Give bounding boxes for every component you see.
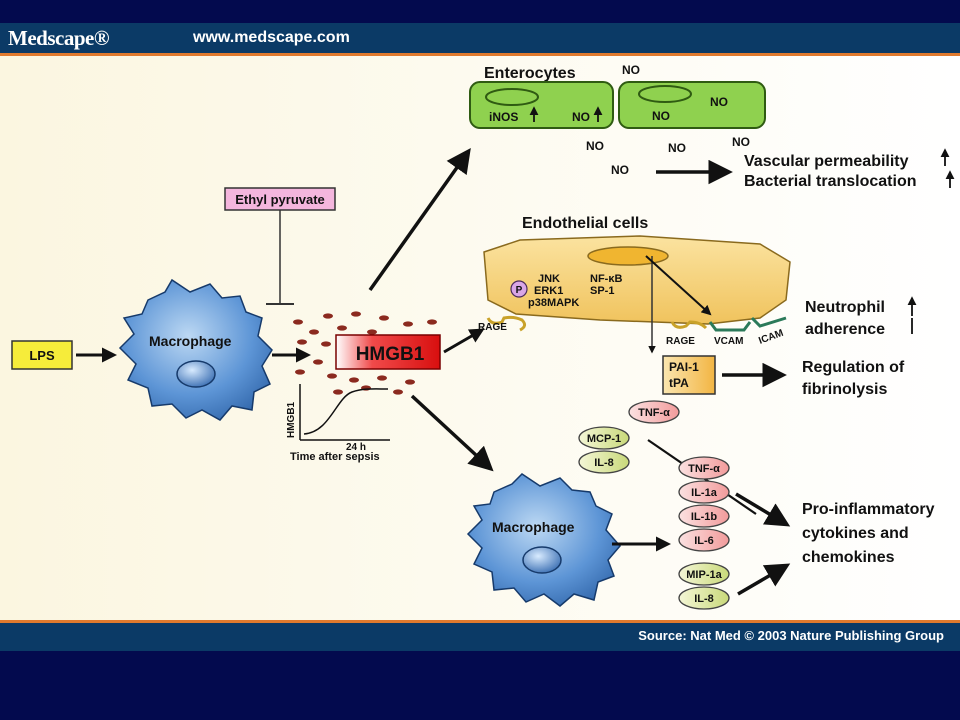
inset-ylabel: HMGB1 <box>286 401 297 438</box>
no-label-cell1: NO <box>572 110 590 124</box>
inset-tick: 24 h <box>346 442 366 453</box>
arrow-hmgb1-macrophage <box>410 394 494 472</box>
mcp1-label: MCP-1 <box>587 433 621 445</box>
fibrinolysis-label-1: Regulation of <box>802 359 905 376</box>
hmgb1-node: HMGB1 <box>335 334 441 370</box>
macrophage-left: Macrophage <box>118 278 273 421</box>
hmgb1-time-inset: HMGB1 24 h Time after sepsis <box>286 384 390 463</box>
il1a-pill: IL-1a <box>678 480 730 504</box>
tpa-label: tPA <box>669 376 689 390</box>
mip1a-pill: MIP-1a <box>678 562 730 586</box>
arrow-cytokines-proinflammatory <box>735 492 791 527</box>
vcam-label: VCAM <box>714 336 743 347</box>
footer-bar: Source: Nat Med © 2003 Nature Publishing… <box>0 620 960 651</box>
jnk-label: JNK <box>538 273 560 285</box>
il1b-pill: IL-1b <box>678 504 730 528</box>
arrow-chemokines-proinflammatory <box>737 563 791 596</box>
il8-bottom-label: IL-8 <box>694 593 714 605</box>
p38mapk-label: p38MAPK <box>528 297 579 309</box>
enterocyte-nucleus-2 <box>638 85 692 103</box>
no-label-below-2: NO <box>668 141 686 155</box>
rage-receptor-right <box>670 320 708 330</box>
vcam-receptor <box>708 321 752 332</box>
tnf-alpha-top-label: TNF-α <box>638 407 670 419</box>
arrow-hmgb1-enterocytes <box>368 148 471 292</box>
macrophage-bottom-nucleus <box>522 546 562 574</box>
no-label-below-1: NO <box>586 139 604 153</box>
macrophage-left-label: Macrophage <box>149 333 232 349</box>
no-label-top: NO <box>622 63 640 77</box>
enterocytes-group: Enterocytes NO iNOS NO NO NO NO NO NO NO <box>469 63 766 177</box>
erk1-label: ERK1 <box>534 285 563 297</box>
ethyl-pyruvate-node: Ethyl pyruvate <box>224 187 336 211</box>
inset-xlabel: Time after sepsis <box>290 451 380 463</box>
ethyl-pyruvate-label: Ethyl pyruvate <box>235 192 325 207</box>
endothelial-title: Endothelial cells <box>522 215 648 232</box>
header-bar: Medscape® www.medscape.com <box>0 23 960 56</box>
rage-right-label: RAGE <box>666 336 695 347</box>
bacterial-translocation-label: Bacterial translocation <box>744 173 917 190</box>
source-credit: Source: Nat Med © 2003 Nature Publishing… <box>638 628 944 643</box>
rage-receptor-left <box>486 315 527 332</box>
il1a-label: IL-1a <box>691 487 718 499</box>
inset-curve <box>303 388 389 435</box>
enterocytes-title: Enterocytes <box>484 65 576 82</box>
lps-label: LPS <box>29 348 55 363</box>
sp1-label: SP-1 <box>590 285 614 297</box>
phospho-badge <box>510 280 528 298</box>
mip1a-label: MIP-1a <box>686 569 722 581</box>
il8-top-pill: IL-8 <box>578 450 630 474</box>
tnf-alpha-mid: TNF-α <box>678 456 730 480</box>
arrow-hmgb1-endothelial <box>443 328 485 354</box>
neutrophil-label-1: Neutrophil <box>805 299 885 316</box>
no-label-cell2: NO <box>652 109 670 123</box>
neutrophil-label-2: adherence <box>805 321 885 338</box>
enterocyte-cell-1 <box>469 81 614 129</box>
nfkb-label: NF-κB <box>590 273 622 285</box>
fibrinolysis-label-2: fibrinolysis <box>802 381 887 398</box>
lps-node: LPS <box>11 340 73 370</box>
phospho-label: P <box>516 285 523 296</box>
endothelial-nucleus <box>587 246 669 266</box>
macrophage-bottom-label: Macrophage <box>492 519 575 535</box>
proinflammatory-label-1: Pro-inflammatory <box>802 501 935 518</box>
tnf-alpha-mid-label: TNF-α <box>688 463 720 475</box>
mcp1-pill: MCP-1 <box>578 426 630 450</box>
il6-label: IL-6 <box>694 535 714 547</box>
rage-left-label: RAGE <box>478 322 507 333</box>
enterocyte-nucleus-1 <box>485 88 539 106</box>
arrow-nucleus-adhesion <box>645 255 712 316</box>
enterocyte-cell-2 <box>618 81 766 129</box>
no-label-cell2-top: NO <box>732 135 750 149</box>
endothelial-cell <box>483 235 791 325</box>
macrophage-left-nucleus <box>176 360 216 388</box>
icam-receptor <box>750 316 787 328</box>
pai1-tpa-node: PAI-1 tPA <box>662 355 716 395</box>
inos-label: iNOS <box>489 110 518 124</box>
vascular-permeability-label: Vascular permeability <box>744 153 909 170</box>
no-label-right: NO <box>710 95 728 109</box>
proinflammatory-label-3: chemokines <box>802 549 895 566</box>
hmgb1-label: HMGB1 <box>356 344 425 365</box>
il1b-label: IL-1b <box>691 511 718 523</box>
il6-pill: IL-6 <box>678 528 730 552</box>
hmgb1-particles <box>293 311 437 395</box>
proinflammatory-label-2: cytokines and <box>802 525 909 542</box>
no-label-below-3: NO <box>611 163 629 177</box>
macrophage-bottom: Macrophage <box>466 473 621 607</box>
site-url[interactable]: www.medscape.com <box>193 29 350 46</box>
il8-top-label: IL-8 <box>594 457 614 469</box>
pai1-label: PAI-1 <box>669 360 699 374</box>
medscape-logo[interactable]: Medscape® <box>8 26 110 50</box>
tnf-alpha-top: TNF-α <box>628 400 680 424</box>
il8-bottom-pill: IL-8 <box>678 586 730 610</box>
